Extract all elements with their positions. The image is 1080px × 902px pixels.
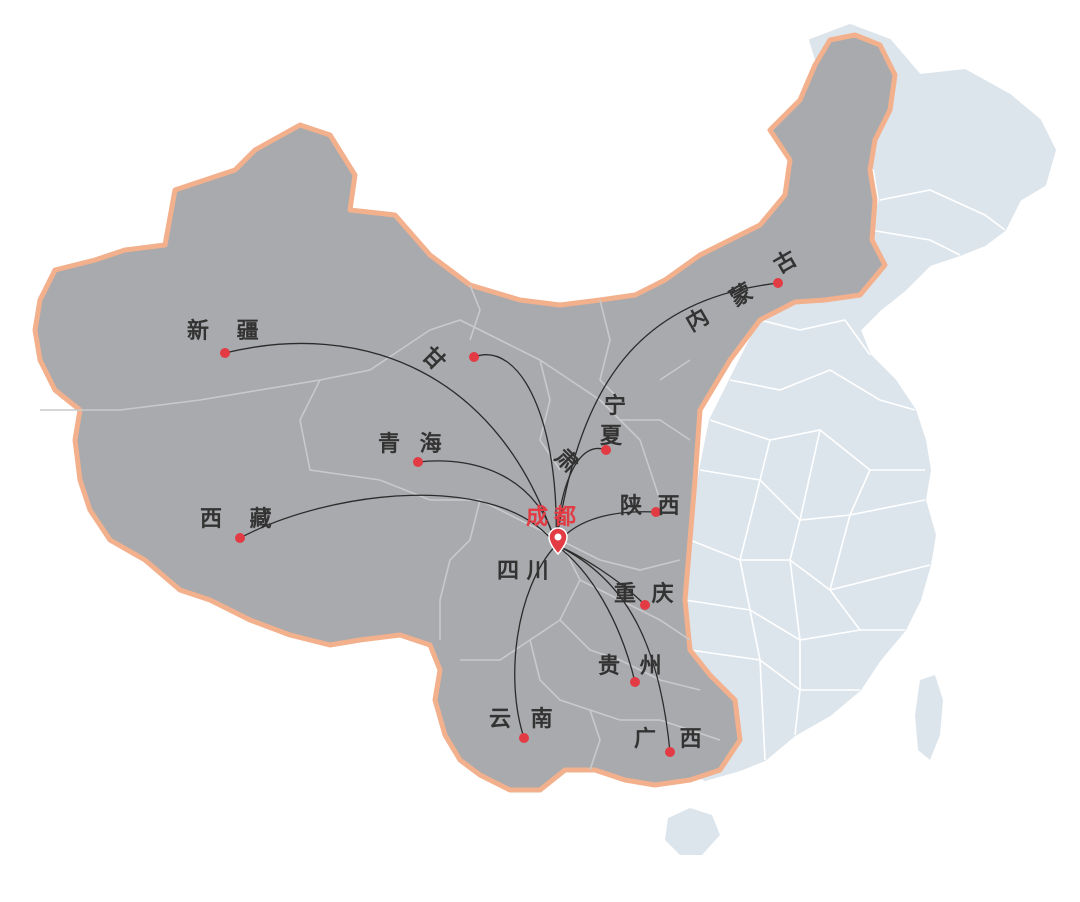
center-city-label: 成都 <box>526 505 582 530</box>
dot-ningxia[interactable] <box>601 445 611 455</box>
center-province-label: 四 川 <box>497 559 549 584</box>
hainan-island <box>665 808 720 855</box>
west-china-landmass <box>32 32 898 793</box>
label-qinghai: 青 海 <box>378 431 448 457</box>
chengdu-pin-icon[interactable] <box>548 527 568 556</box>
dot-guizhou[interactable] <box>630 677 640 687</box>
dot-xinjiang[interactable] <box>220 348 230 358</box>
label-guangxi: 广 西 <box>634 726 710 752</box>
west-china-region <box>32 32 898 793</box>
taiwan-island <box>915 675 943 760</box>
route-guizhou <box>555 544 636 683</box>
label-yunnan: 云 南 <box>489 707 559 732</box>
route-xizang <box>239 494 557 546</box>
label-xizang: 西 藏 <box>200 507 282 532</box>
label-ningxia-xia: 夏 <box>600 424 623 449</box>
dot-chongqing[interactable] <box>640 600 650 610</box>
route-qinghai <box>417 460 557 546</box>
dot-neimenggu[interactable] <box>773 278 783 288</box>
dot-qinghai[interactable] <box>413 457 423 467</box>
route-lines <box>224 282 779 753</box>
dot-xizang[interactable] <box>235 533 245 543</box>
route-neimenggu <box>555 282 779 546</box>
dot-yunnan[interactable] <box>519 733 529 743</box>
label-ningxia-ning: 宁 <box>604 393 626 419</box>
dot-guangxi[interactable] <box>665 747 675 757</box>
west-province-borders <box>40 284 721 771</box>
route-gansu <box>473 354 557 546</box>
label-chongqing: 重 庆 <box>614 581 678 607</box>
route-xinjiang <box>224 342 557 546</box>
label-xinjiang: 新 疆 <box>187 318 269 344</box>
label-shaanxi: 陕 西 <box>620 494 684 519</box>
east-province-borders <box>684 189 1006 761</box>
route-yunnan <box>514 544 557 739</box>
route-guangxi <box>555 544 671 753</box>
dot-shaanxi[interactable] <box>651 507 661 517</box>
destination-dots <box>220 278 783 757</box>
route-ningxia <box>555 447 607 546</box>
east-china-region <box>665 23 1057 855</box>
label-guizhou: 贵 州 <box>598 654 668 679</box>
dot-gansu[interactable] <box>469 352 479 362</box>
